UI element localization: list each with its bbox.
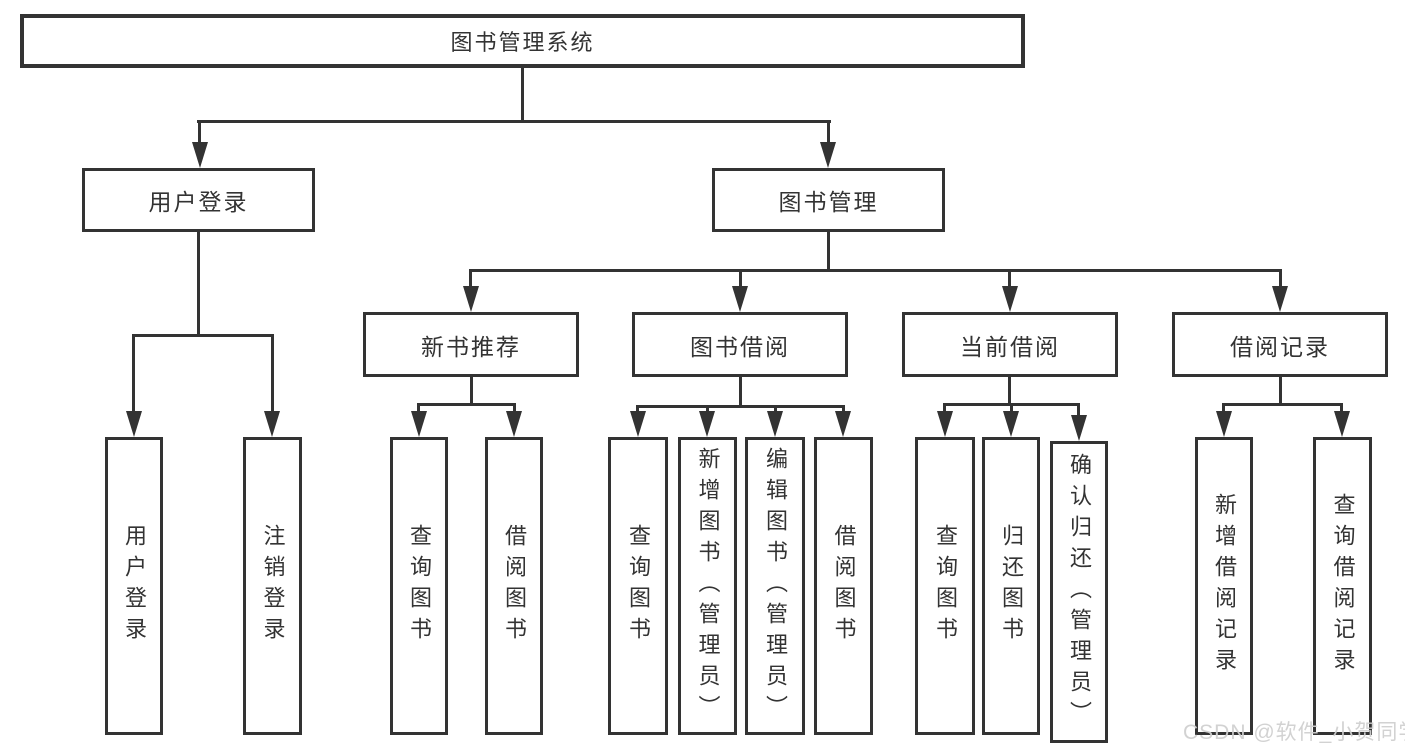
connector-drop [469,269,472,288]
arrowhead-icon [126,411,142,437]
node-label: 编辑图书（管理员） [763,446,788,726]
connector-level3-bar [469,269,1282,272]
connector-drop [417,403,420,413]
node-label: 新书推荐 [421,333,521,360]
connector-drop [1222,403,1225,413]
node-book-mgmt: 图书管理 [712,168,945,232]
connector-book-borrow-bar [636,405,845,408]
node-label: 新增借阅记录 [1212,493,1237,679]
connector-drop-book-mgmt [827,120,830,144]
leaf-add-borrow-record: 新增借阅记录 [1195,437,1253,735]
leaf-query-borrow-record: 查询借阅记录 [1313,437,1372,735]
connector-current-borrow-trunk [1008,375,1011,406]
arrowhead-icon [732,286,748,312]
arrowhead-icon [937,411,953,437]
connector-drop [739,269,742,288]
connector-book-borrow-trunk [739,375,742,408]
arrowhead-icon [835,411,851,437]
node-label: 查询图书 [933,524,958,648]
leaf-edit-books-admin: 编辑图书（管理员） [745,437,805,735]
connector-drop [1077,403,1080,415]
arrowhead-icon [767,411,783,437]
connector-drop [513,403,516,413]
connector-book-mgmt-trunk [827,230,830,272]
connector-borrow-records-trunk [1279,375,1282,406]
connector-drop [1279,269,1282,288]
node-label: 借阅图书 [502,524,527,648]
leaf-borrow-books-2: 借阅图书 [814,437,873,735]
connector-user-login-bar [132,334,273,337]
node-label: 图书管理系统 [450,30,595,55]
connector-drop [1008,269,1011,288]
connector-drop [1010,403,1013,413]
arrowhead-icon [1002,286,1018,312]
arrowhead-icon [699,411,715,437]
arrowhead-icon [1071,415,1087,441]
leaf-borrow-books-1: 借阅图书 [485,437,543,735]
node-user-login: 用户登录 [82,168,315,232]
arrowhead-icon [1334,411,1350,437]
leaf-add-books-admin: 新增图书（管理员） [678,437,737,735]
arrowhead-icon [1272,286,1288,312]
leaf-query-books-1: 查询图书 [390,437,448,735]
arrowhead-icon [192,142,208,168]
connector-user-login-trunk [197,230,200,337]
node-label: 图书借阅 [690,333,790,360]
arrowhead-icon [1216,411,1232,437]
leaf-logout: 注销登录 [243,437,302,735]
leaf-query-books-3: 查询图书 [915,437,975,735]
connector-level2-bar [197,120,831,123]
node-label: 确认归还（管理员） [1067,452,1092,732]
node-label: 新增图书（管理员） [695,446,721,726]
connector-new-books-bar [417,403,516,406]
connector-drop-user-login [198,120,201,144]
leaf-confirm-return-admin: 确认归还（管理员） [1050,441,1108,743]
arrowhead-icon [506,411,522,437]
node-label: 用户登录 [122,524,147,648]
node-label: 查询借阅记录 [1330,493,1356,679]
connector-drop [842,405,845,413]
leaf-user-login: 用户登录 [105,437,163,735]
node-book-borrow: 图书借阅 [632,312,848,377]
leaf-return-books: 归还图书 [982,437,1040,735]
node-library-system: 图书管理系统 [20,14,1025,68]
connector-root-trunk [521,66,524,122]
connector-drop [636,405,639,413]
node-label: 图书管理 [778,189,879,215]
connector-drop [132,334,135,413]
node-label: 借阅记录 [1230,333,1330,360]
watermark: CSDN @软件_小贺同学 [1183,721,1405,744]
node-borrow-records: 借阅记录 [1172,312,1388,377]
connector-drop [271,334,274,413]
connector-drop [1340,403,1343,413]
arrowhead-icon [630,411,646,437]
node-label: 注销登录 [260,524,286,648]
arrowhead-icon [1003,411,1019,437]
node-label: 借阅图书 [831,524,857,648]
node-current-borrow: 当前借阅 [902,312,1118,377]
node-label: 当前借阅 [960,333,1060,360]
connector-drop [943,403,946,413]
connector-new-books-trunk [470,375,473,406]
arrowhead-icon [820,142,836,168]
node-new-books: 新书推荐 [363,312,579,377]
node-label: 查询图书 [407,524,432,648]
arrowhead-icon [463,286,479,312]
arrowhead-icon [264,411,280,437]
leaf-query-books-2: 查询图书 [608,437,668,735]
connector-borrow-records-bar [1222,403,1342,406]
node-label: 归还图书 [999,524,1024,648]
connector-drop [706,405,709,413]
arrowhead-icon [411,411,427,437]
node-label: 查询图书 [626,524,651,648]
connector-drop [774,405,777,413]
node-label: 用户登录 [148,189,249,215]
